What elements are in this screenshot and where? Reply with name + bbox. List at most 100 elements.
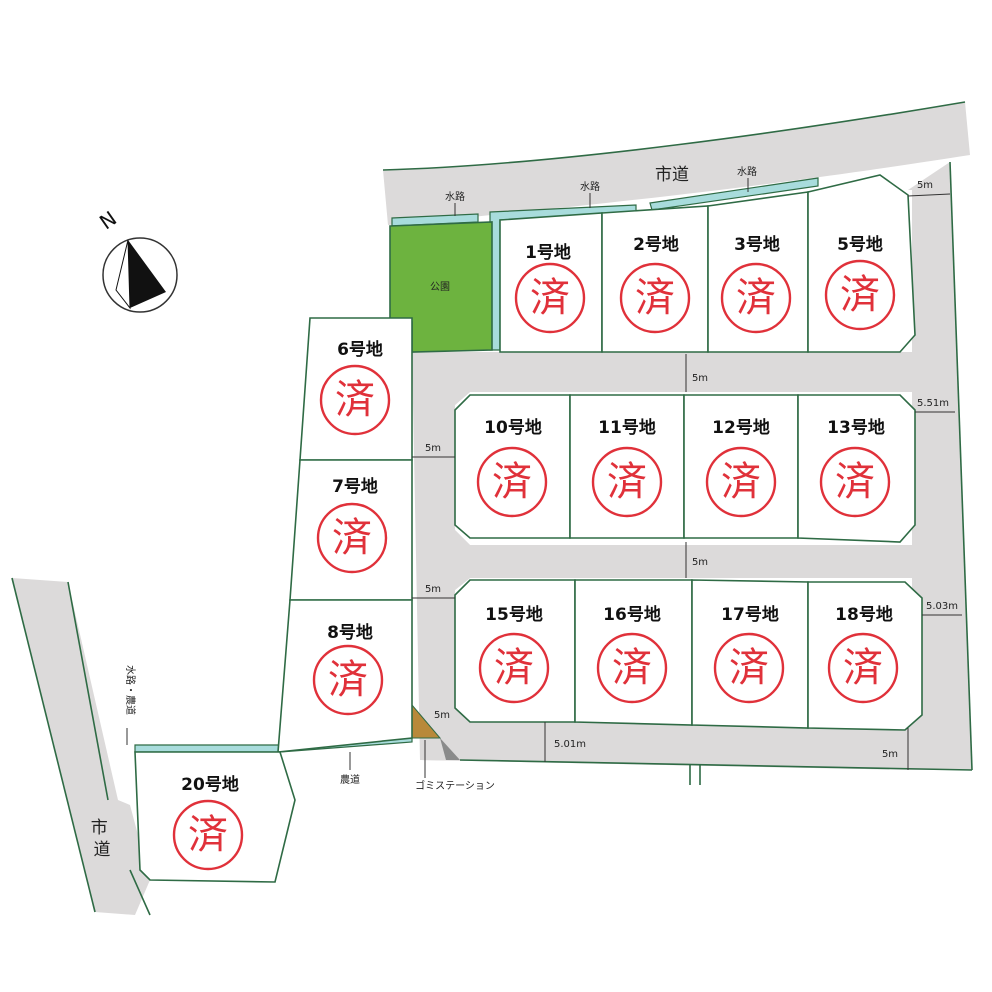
svg-text:済: 済 [494,645,534,691]
width-label: 5m [882,749,898,760]
svg-text:済: 済 [328,657,368,703]
sold-stamp [172,799,244,871]
waterway-label-2: 水路 [580,180,600,193]
sold-stamp [819,446,891,518]
lot-1-info: 1号地 済 [514,242,586,334]
width-label: 5m [692,373,708,384]
waterway-farm-label: 水路・農道 [124,665,137,715]
svg-text:2号地: 2号地 [633,234,679,255]
lot-17-info: 17号地 済 [713,604,785,704]
svg-text:13号地: 13号地 [827,417,885,438]
north-road-label: 市道 [655,165,689,185]
svg-text:17号地: 17号地 [721,604,779,625]
lot-11-info: 11号地 済 [591,417,663,518]
sold-stamp [478,632,550,704]
svg-text:12号地: 12号地 [712,417,770,438]
sold-stamp [824,259,896,331]
width-label: 5m [425,443,441,454]
lot-15-info: 15号地 済 [478,604,550,704]
width-label: 5m [917,180,933,191]
garbage-station-gray [440,738,460,760]
svg-text:16号地: 16号地 [603,604,661,625]
lot-12-info: 12号地 済 [705,417,777,518]
sold-stamp [827,632,899,704]
lot-2-info: 2号地 済 [619,234,691,334]
internal-road-fill [412,352,915,770]
svg-text:20号地: 20号地 [181,774,239,795]
sold-stamp [705,446,777,518]
sold-stamp [596,632,668,704]
waterway-3 [649,177,819,211]
width-label: 5.03m [926,601,958,612]
sold-stamp [713,632,785,704]
svg-text:15号地: 15号地 [485,604,543,625]
width-label: 5m [425,584,441,595]
north-arrow-icon [128,240,166,308]
svg-text:7号地: 7号地 [332,476,378,497]
sold-stamp [476,446,548,518]
lot-6-info: 6号地 済 [319,339,391,436]
lot-13-info: 13号地 済 [819,417,891,518]
lot-7-info: 7号地 済 [316,476,388,574]
svg-text:済: 済 [840,272,880,318]
svg-text:6号地: 6号地 [337,339,383,360]
compass-label: N [95,206,121,234]
sold-stamp [619,262,691,334]
sold-stamp [514,262,586,334]
compass: N [95,206,178,313]
east-road-edge [949,161,973,771]
svg-text:済: 済 [607,459,647,505]
svg-text:1号地: 1号地 [525,242,571,263]
waterway-label-1: 水路 [445,190,465,203]
svg-text:済: 済 [530,275,570,321]
west-road-label: 市 道 [91,818,113,860]
sold-stamp [312,644,384,716]
svg-text:11号地: 11号地 [598,417,656,438]
svg-text:済: 済 [335,377,375,423]
waterway-label-3: 水路 [737,165,757,178]
sold-stamp [316,502,388,574]
west-road-edge-right [67,581,151,916]
width-label: 5.01m [554,739,586,750]
garbage-station-label: ゴミステーション [415,779,495,792]
svg-text:済: 済 [188,812,228,858]
sold-stamp [720,262,792,334]
width-label: 5.51m [917,398,949,409]
lot-3-info: 3号地 済 [720,234,792,334]
svg-text:済: 済 [612,645,652,691]
lot-8-info: 8号地 済 [312,622,384,716]
svg-text:5号地: 5号地 [837,234,883,255]
svg-text:済: 済 [332,515,372,561]
north-road-edge [382,101,966,171]
svg-text:8号地: 8号地 [327,622,373,643]
svg-text:済: 済 [721,459,761,505]
svg-text:10号地: 10号地 [484,417,542,438]
svg-text:済: 済 [635,275,675,321]
svg-text:済: 済 [729,645,769,691]
farm-road-label: 農道 [340,773,360,786]
lot-20-info: 20号地 済 [172,774,244,871]
west-city-road [12,578,150,915]
svg-text:3号地: 3号地 [734,234,780,255]
west-road-edge-left [11,577,96,913]
lot-10-info: 10号地 済 [476,417,548,518]
lot-16-info: 16号地 済 [596,604,668,704]
width-line [907,193,951,197]
sold-stamp [319,364,391,436]
sold-stamp [591,446,663,518]
park-label: 公園 [430,281,450,293]
east-road [908,162,972,770]
svg-text:18号地: 18号地 [835,604,893,625]
svg-text:済: 済 [843,645,883,691]
lot-5-info: 5号地 済 [824,234,896,331]
svg-text:済: 済 [736,275,776,321]
road-stub [689,765,701,785]
lot-18-info: 18号地 済 [827,604,899,704]
svg-text:済: 済 [835,459,875,505]
north-arrow-half-icon [115,239,131,310]
width-label: 5m [434,710,450,721]
svg-text:済: 済 [492,459,532,505]
north-city-road [383,102,970,225]
width-label: 5m [692,557,708,568]
